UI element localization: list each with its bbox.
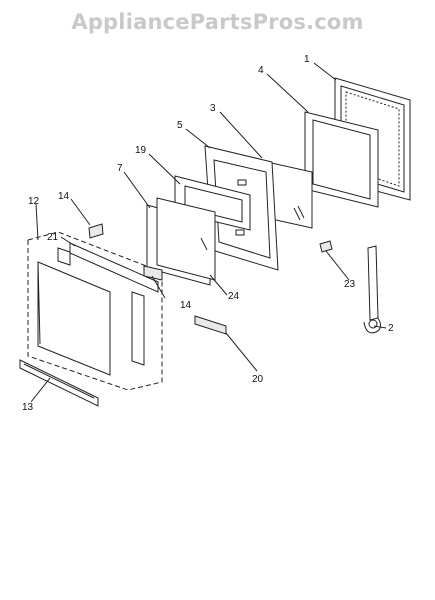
callout-13: 13 bbox=[22, 402, 34, 413]
watermark-logo: AppliancePartsPros.com bbox=[71, 10, 364, 34]
callout-20: 20 bbox=[252, 374, 264, 385]
callout-1: 1 bbox=[304, 54, 310, 65]
callout-7: 7 bbox=[117, 163, 123, 174]
callout-23: 23 bbox=[344, 279, 356, 290]
callout-labels: 1 4 3 5 19 7 14 12 21 14 24 23 2 20 13 bbox=[22, 54, 394, 413]
callout-14-lower: 14 bbox=[180, 300, 192, 311]
callout-12: 12 bbox=[28, 196, 40, 207]
part-24-door-glass bbox=[156, 197, 216, 281]
callout-21: 21 bbox=[47, 232, 59, 243]
part-13-door-handle bbox=[19, 359, 99, 407]
leader-lines bbox=[30, 62, 387, 403]
part-14-bracket-lower bbox=[143, 265, 163, 281]
callout-5: 5 bbox=[177, 120, 183, 131]
callout-4: 4 bbox=[258, 65, 264, 76]
part-14-bracket-upper bbox=[88, 223, 104, 239]
part-21-trim-strip bbox=[69, 242, 159, 293]
part-12-outer-door-assembly bbox=[27, 231, 163, 391]
callout-2: 2 bbox=[388, 323, 394, 334]
part-20-vent-strip bbox=[194, 315, 227, 335]
callout-24: 24 bbox=[228, 291, 240, 302]
part-2-hinge bbox=[363, 245, 382, 334]
callout-14-upper: 14 bbox=[58, 191, 70, 202]
part-23-clip bbox=[319, 240, 333, 253]
callout-3: 3 bbox=[210, 103, 216, 114]
callout-19: 19 bbox=[135, 145, 147, 156]
part-4-door-gasket bbox=[304, 111, 379, 208]
